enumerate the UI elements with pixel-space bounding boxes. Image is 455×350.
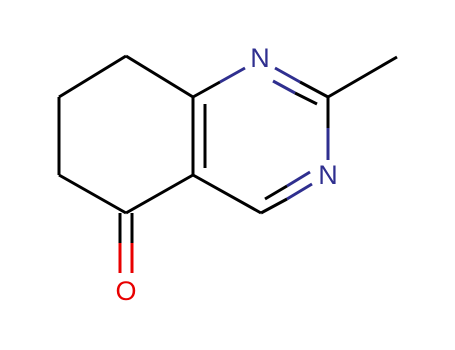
bond-c5-c4a: [125, 173, 194, 215]
bond-n3-c4-nitrogen-half: [286, 182, 313, 201]
bond-n1-c2-inner-nitrogen: [272, 79, 296, 95]
bond-n1-c2-inner-carbon: [294, 91, 318, 106]
bond-c8a-c8: [125, 54, 194, 99]
bond-n3-c4-inner-carbon: [264, 184, 288, 201]
bond-c6-c5: [58, 173, 127, 215]
atom-n1-label: N: [250, 43, 270, 73]
bond-c4a-c4: [192, 173, 262, 215]
atom-o-label: O: [115, 276, 136, 306]
bond-c8-c7: [58, 54, 127, 99]
bond-c8a-n1-carbon-half: [192, 80, 221, 99]
bond-c8a-n1-nitrogen-half: [219, 66, 246, 84]
bond-n3-c4-inner-nitrogen: [286, 170, 311, 188]
bond-n1-c2-carbon-half: [299, 80, 329, 99]
bond-n1-c2-nitrogen-half: [274, 66, 301, 84]
bond-c2-methyl: [327, 55, 398, 99]
atom-n3-label: N: [318, 160, 338, 190]
bond-n3-c4-carbon-half: [260, 197, 288, 215]
